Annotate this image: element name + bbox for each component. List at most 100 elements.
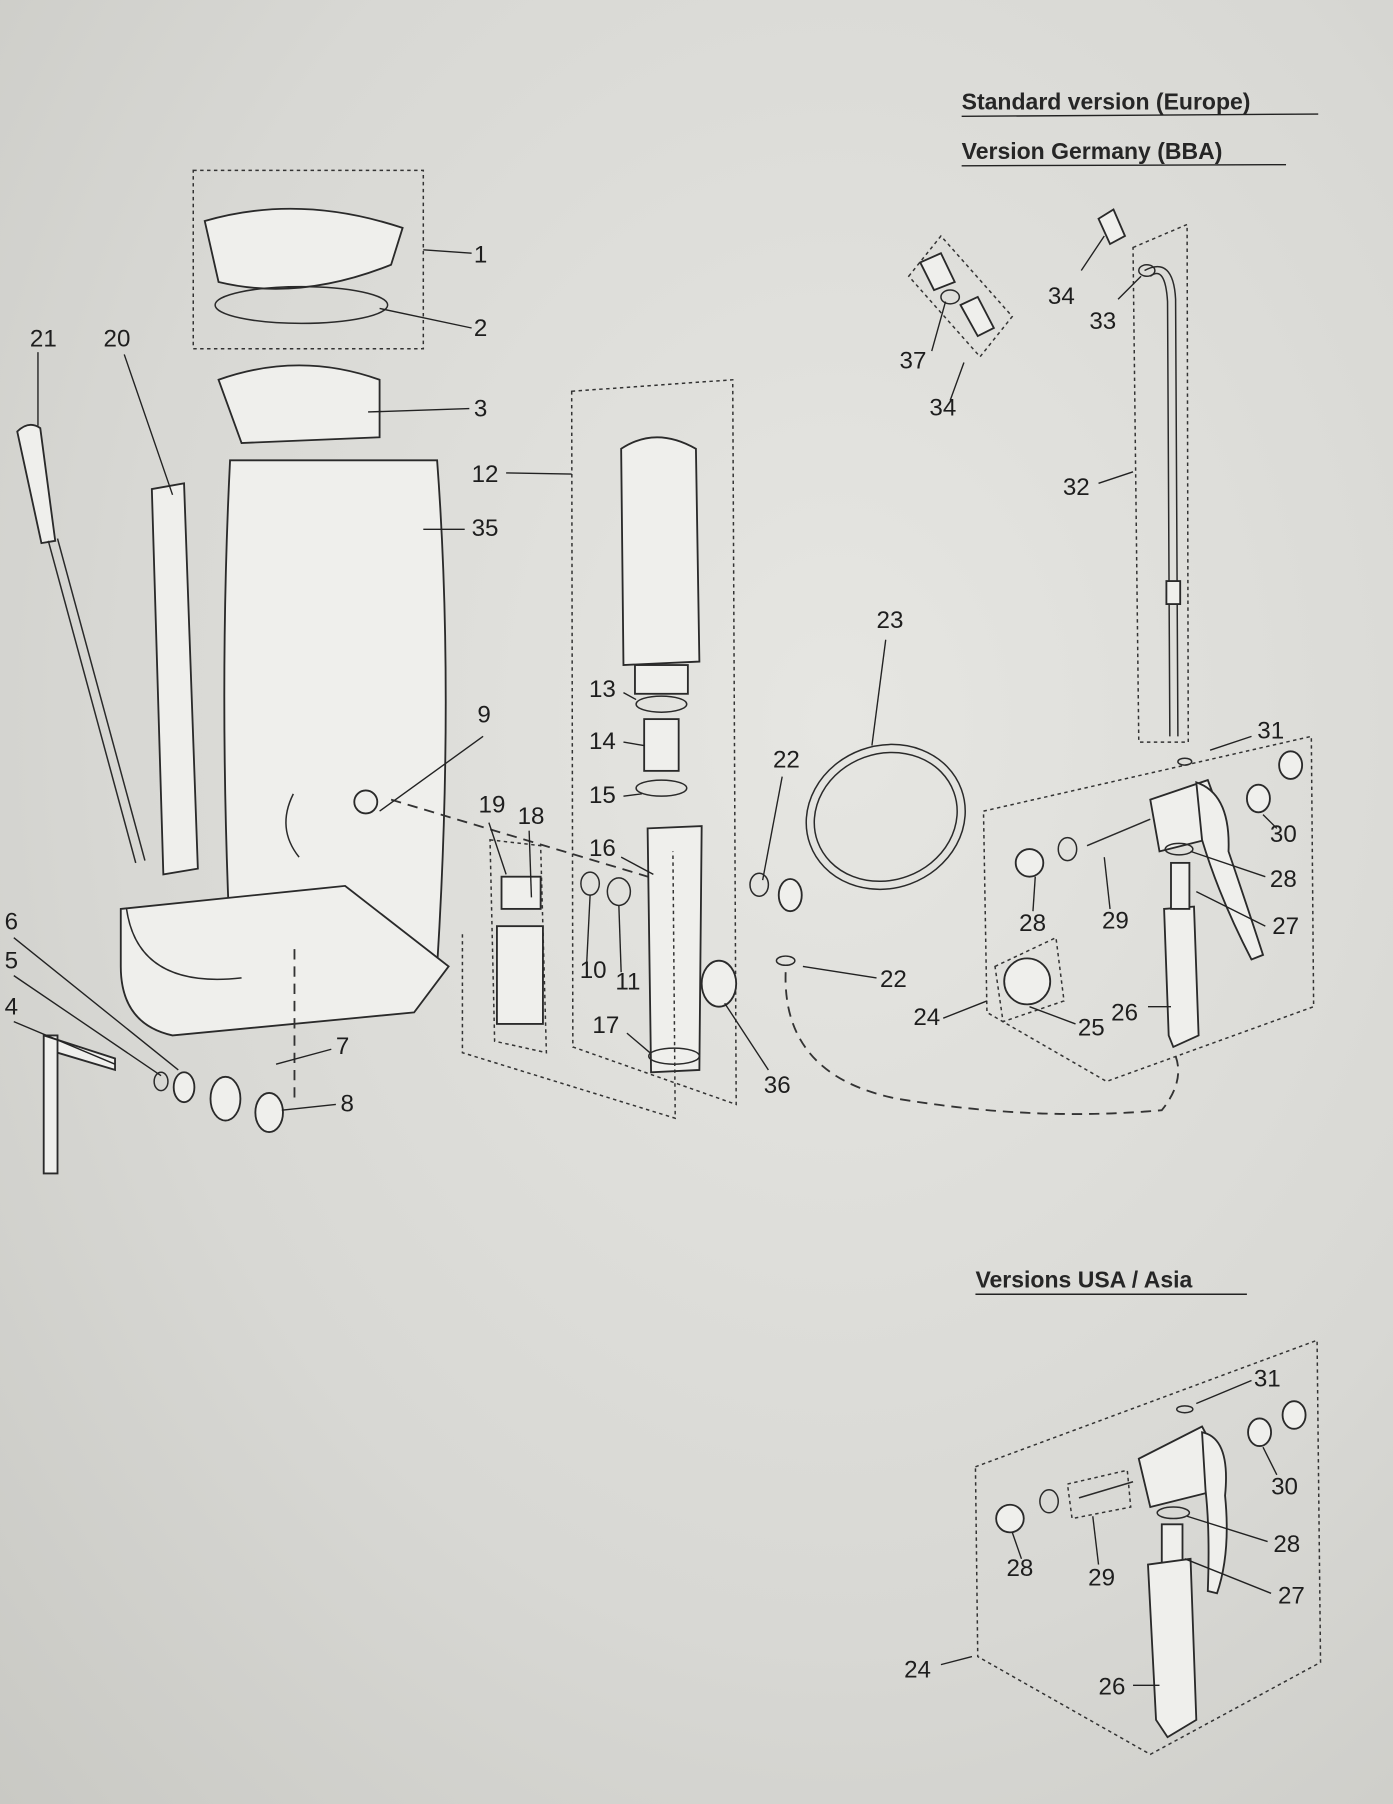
lid-assembly	[192, 169, 425, 350]
pump-cylinder-assembly	[570, 378, 738, 1106]
callout-leader-line	[528, 830, 533, 898]
callout-leader-line	[626, 1032, 651, 1054]
callout-leader-line	[488, 822, 507, 875]
callout-part-31: 31	[1257, 718, 1284, 745]
callout-leader-line	[1184, 1558, 1272, 1594]
callout-leader-line	[423, 249, 472, 254]
callout-part-10: 10	[580, 957, 607, 984]
callout-part-27: 27	[1278, 1583, 1305, 1610]
callout-part-9: 9	[477, 702, 490, 729]
handle-assembly-usa-asia	[974, 1339, 1322, 1756]
callout-part-2: 2	[474, 315, 487, 342]
callout-leader-line	[1080, 235, 1105, 271]
callout-leader-line	[1209, 735, 1252, 751]
handle-assembly-europe	[982, 735, 1315, 1083]
callout-part-12: 12	[472, 461, 499, 488]
callout-leader-line	[1196, 1379, 1252, 1405]
callout-part-34: 34	[929, 394, 956, 421]
callout-part-33: 33	[1089, 308, 1116, 335]
callout-part-15: 15	[589, 782, 616, 809]
callout-leader-line	[123, 354, 174, 496]
callout-part-30: 30	[1271, 1473, 1298, 1500]
callout-part-24: 24	[904, 1656, 931, 1683]
callout-part-3: 3	[474, 396, 487, 423]
callout-part-32: 32	[1063, 474, 1090, 501]
callout-part-27: 27	[1272, 913, 1299, 940]
callout-leader-line	[275, 1048, 332, 1065]
callout-leader-line	[623, 793, 642, 797]
callout-part-1: 1	[474, 241, 487, 268]
callout-leader-line	[724, 1002, 769, 1071]
callout-part-20: 20	[104, 325, 131, 352]
callout-leader-line	[1029, 1006, 1076, 1025]
callout-leader-line	[281, 1103, 336, 1111]
callout-leader-line	[620, 856, 654, 876]
callout-part-29: 29	[1102, 907, 1129, 934]
callout-leader-line	[871, 639, 887, 746]
callout-leader-line	[1098, 471, 1134, 484]
callout-part-5: 5	[5, 948, 18, 975]
callout-part-17: 17	[592, 1012, 619, 1039]
callout-part-21: 21	[30, 325, 57, 352]
seals	[153, 1071, 284, 1133]
heading-standard-version: Standard version (Europe)	[962, 88, 1251, 114]
strap	[150, 482, 199, 876]
callout-leader-line	[1190, 850, 1266, 878]
callout-leader-line	[802, 965, 877, 979]
hose	[749, 743, 1180, 1115]
callout-part-18: 18	[518, 803, 545, 830]
callout-leader-line	[368, 407, 470, 413]
heading-version-germany: Version Germany (BBA)	[962, 138, 1223, 164]
tank	[119, 364, 450, 1037]
callout-part-14: 14	[589, 728, 616, 755]
callout-leader-line	[618, 905, 622, 973]
callout-leader-line	[949, 362, 965, 401]
callout-part-29: 29	[1088, 1564, 1115, 1591]
callout-part-34: 34	[1048, 283, 1075, 310]
callout-part-22: 22	[880, 966, 907, 993]
callout-part-31: 31	[1254, 1365, 1281, 1392]
callout-leader-line	[761, 776, 783, 881]
callout-part-28: 28	[1270, 866, 1297, 893]
callout-part-22: 22	[773, 746, 800, 773]
callout-part-24: 24	[913, 1004, 940, 1031]
callout-part-37: 37	[900, 347, 927, 374]
callout-part-28: 28	[1273, 1531, 1300, 1558]
callout-part-7: 7	[336, 1033, 349, 1060]
callout-leader-line	[13, 1020, 116, 1065]
pump-lever	[16, 423, 146, 864]
callout-part-6: 6	[5, 909, 18, 936]
valve-assembly	[461, 839, 676, 1120]
callout-leader-line	[1103, 857, 1111, 909]
callout-part-4: 4	[5, 994, 18, 1021]
callout-part-30: 30	[1270, 821, 1297, 848]
callout-leader-line	[1011, 1532, 1023, 1560]
callout-leader-line	[1032, 876, 1036, 912]
callout-leader-line	[942, 1000, 988, 1019]
callout-part-36: 36	[764, 1072, 791, 1099]
callout-part-11: 11	[615, 968, 640, 995]
callout-leader-line	[1117, 275, 1142, 300]
callout-leader-line	[379, 735, 484, 812]
callout-part-13: 13	[589, 676, 616, 703]
callout-part-8: 8	[340, 1090, 353, 1117]
callout-part-23: 23	[877, 607, 904, 634]
callout-leader-line	[585, 895, 591, 965]
callout-part-26: 26	[1099, 1674, 1126, 1701]
callout-leader-line	[379, 307, 472, 329]
callout-leader-line	[931, 301, 947, 352]
callout-part-16: 16	[589, 835, 616, 862]
callout-part-28: 28	[1019, 910, 1046, 937]
callout-leader-line	[1262, 1446, 1278, 1476]
callout-leader-line	[1195, 891, 1266, 927]
spray-lance	[1132, 223, 1189, 743]
heading-versions-usa-asia: Versions USA / Asia	[975, 1266, 1192, 1292]
callout-leader-line	[940, 1655, 973, 1666]
callout-leader-line	[623, 692, 637, 701]
lever-axle	[42, 1034, 116, 1175]
